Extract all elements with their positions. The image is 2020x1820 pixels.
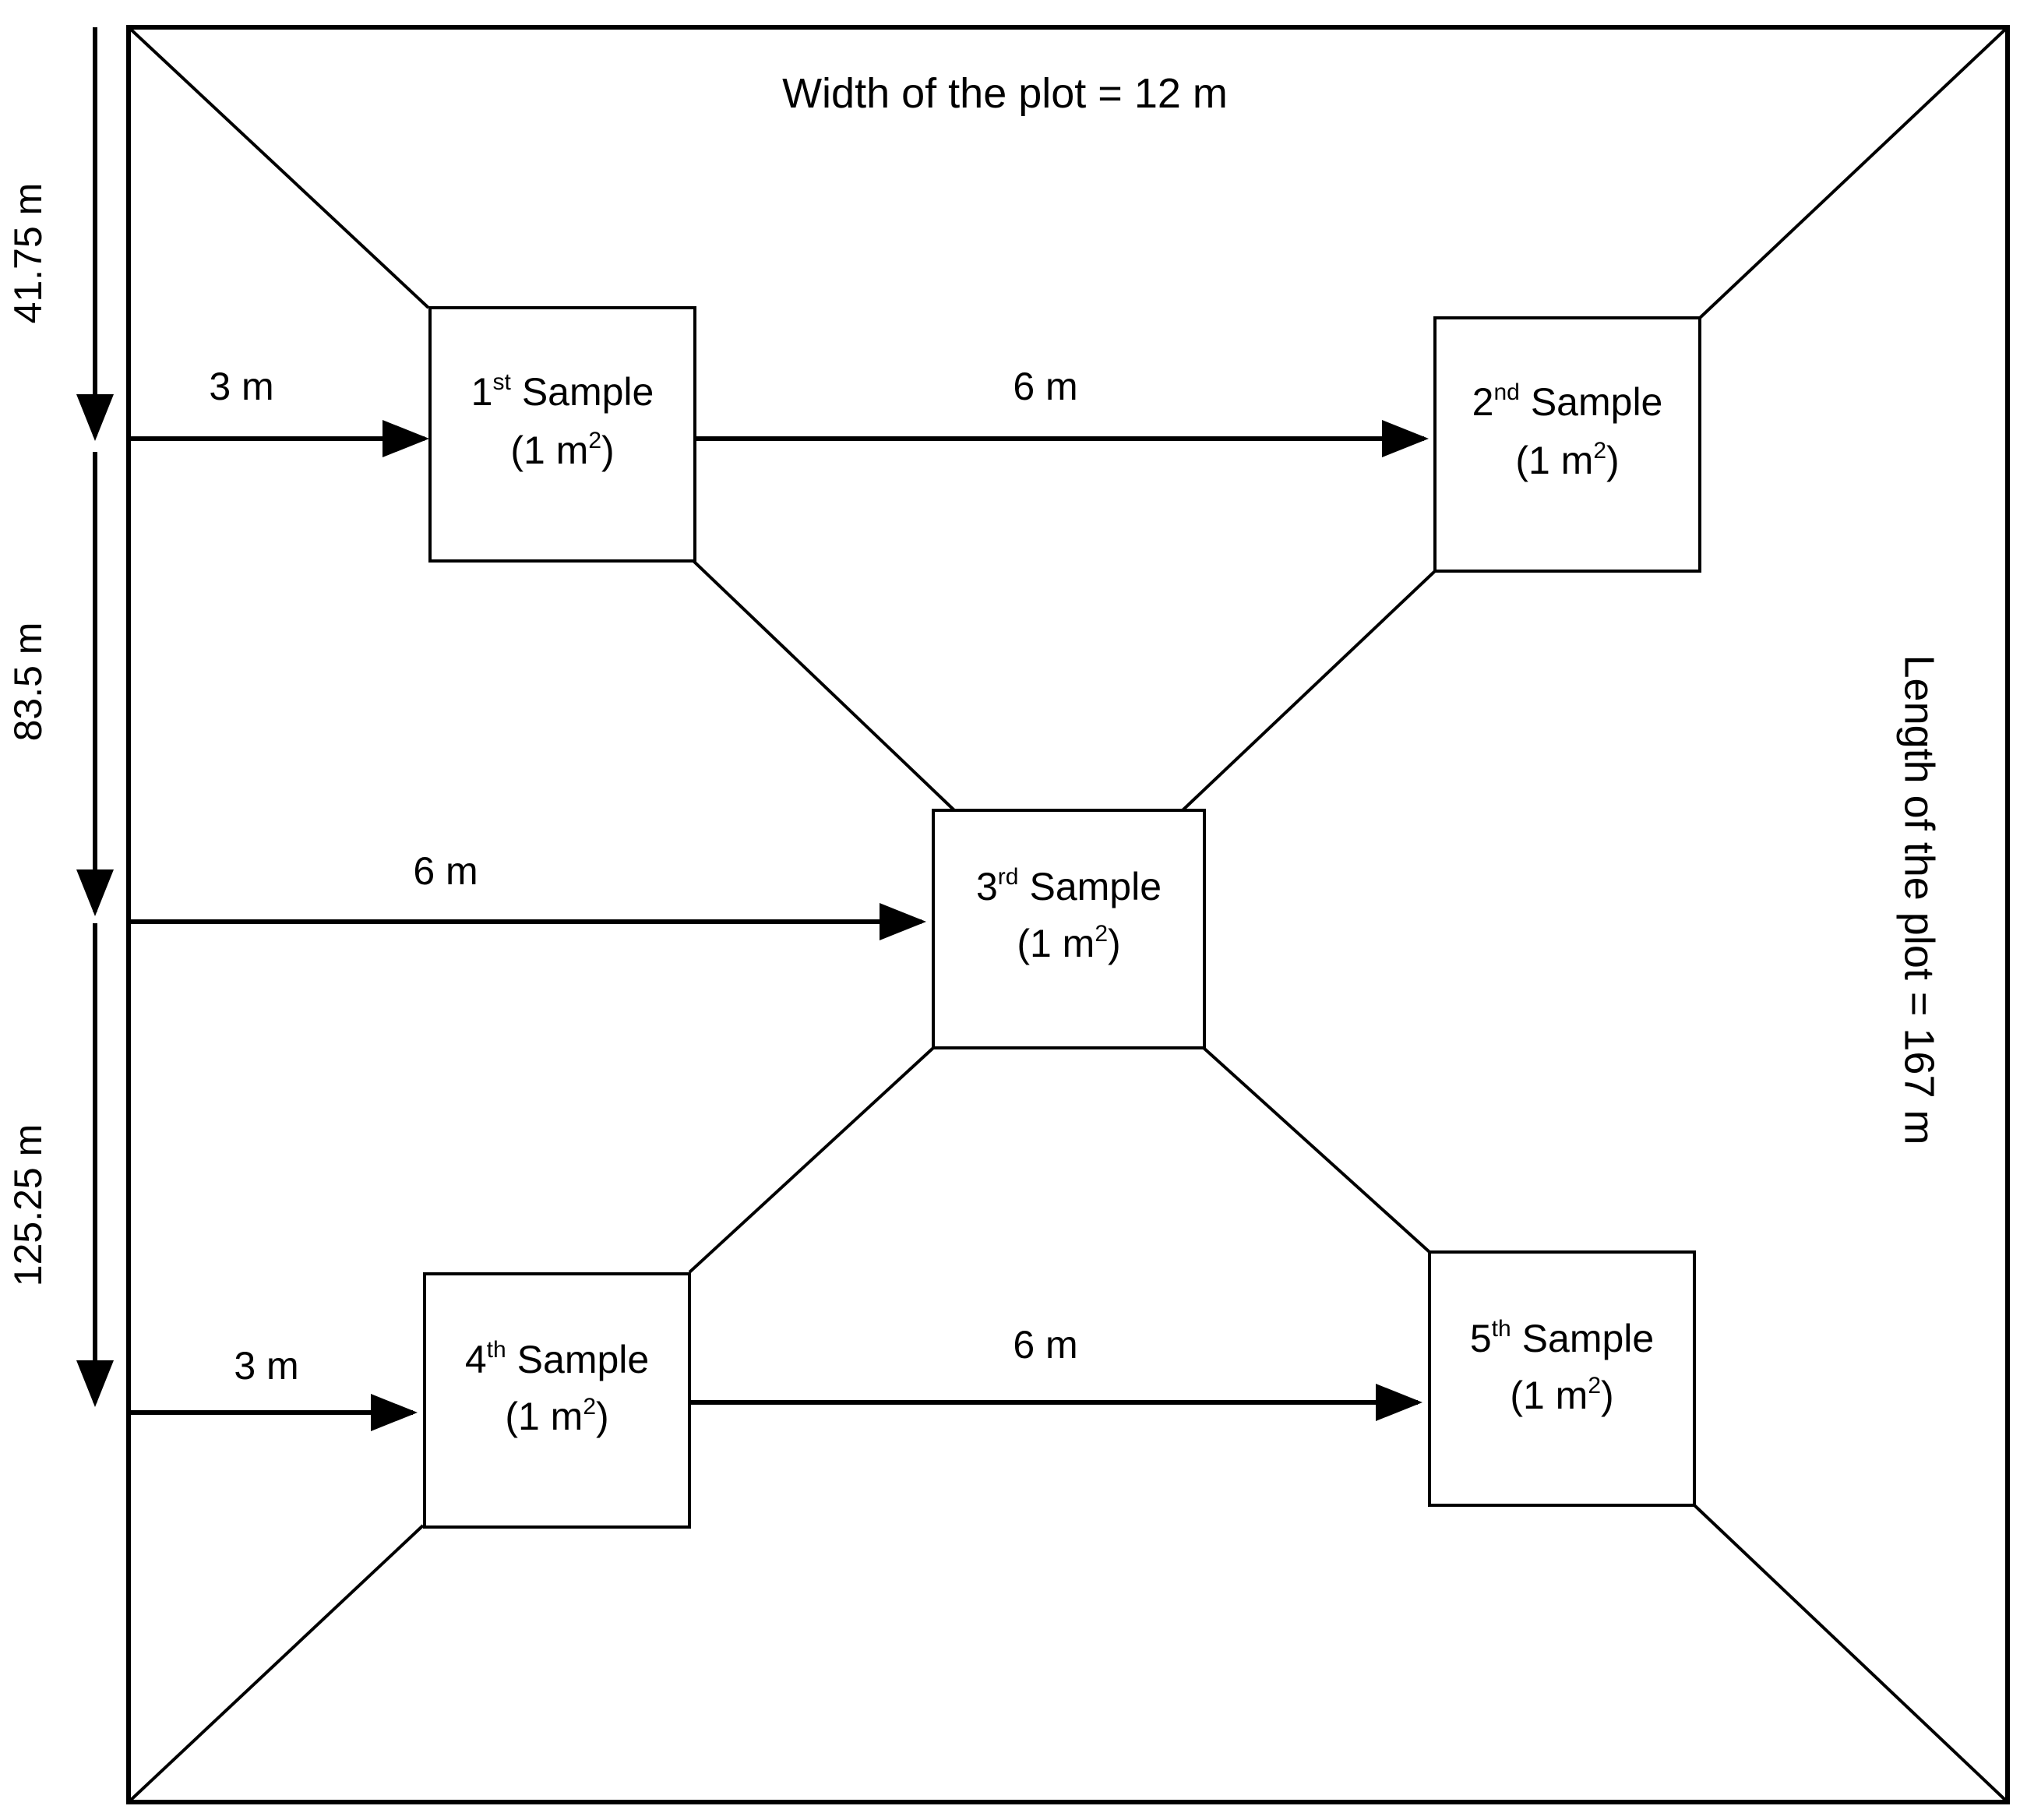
distance-label-to-sample-3: 6 m [413, 849, 478, 893]
connector-2-3 [1181, 570, 1437, 812]
connector-3-5 [1202, 1046, 1431, 1254]
plot-length-label: Length of the plot = 167 m [1896, 655, 1943, 1145]
sample-box-4 [423, 1272, 691, 1529]
sample-box-2 [1433, 316, 1701, 573]
corner-line-bottom-right [1693, 1504, 2009, 1804]
corner-line-bottom-left [127, 1524, 425, 1804]
sample-box-3 [932, 809, 1206, 1049]
corner-line-top-left [127, 26, 430, 309]
vertical-distance-label-1: 41.75 m [6, 183, 50, 324]
sample-2-area: (1 m2) [1515, 438, 1619, 482]
distance-label-sample-4-to-5: 6 m [1013, 1323, 1077, 1367]
distance-label-sample-1-to-2: 6 m [1013, 365, 1077, 408]
corner-line-top-right [1698, 26, 2009, 319]
connector-3-4 [688, 1046, 935, 1274]
distance-label-to-sample-4: 3 m [234, 1344, 298, 1388]
sample-3-area: (1 m2) [1017, 921, 1120, 965]
vertical-distance-label-3: 125.25 m [6, 1124, 50, 1286]
sample-4-area: (1 m2) [505, 1394, 608, 1438]
connector-1-3 [692, 559, 956, 812]
sample-box-1 [428, 306, 696, 563]
distance-label-to-sample-1: 3 m [209, 365, 273, 408]
plot-boundary [126, 25, 2010, 1804]
sample-box-5 [1428, 1250, 1696, 1507]
vertical-distance-label-2: 83.5 m [6, 623, 50, 742]
sample-5-area: (1 m2) [1510, 1373, 1613, 1417]
plot-width-label: Width of the plot = 12 m [782, 70, 1228, 117]
sample-1-area: (1 m2) [510, 428, 614, 472]
